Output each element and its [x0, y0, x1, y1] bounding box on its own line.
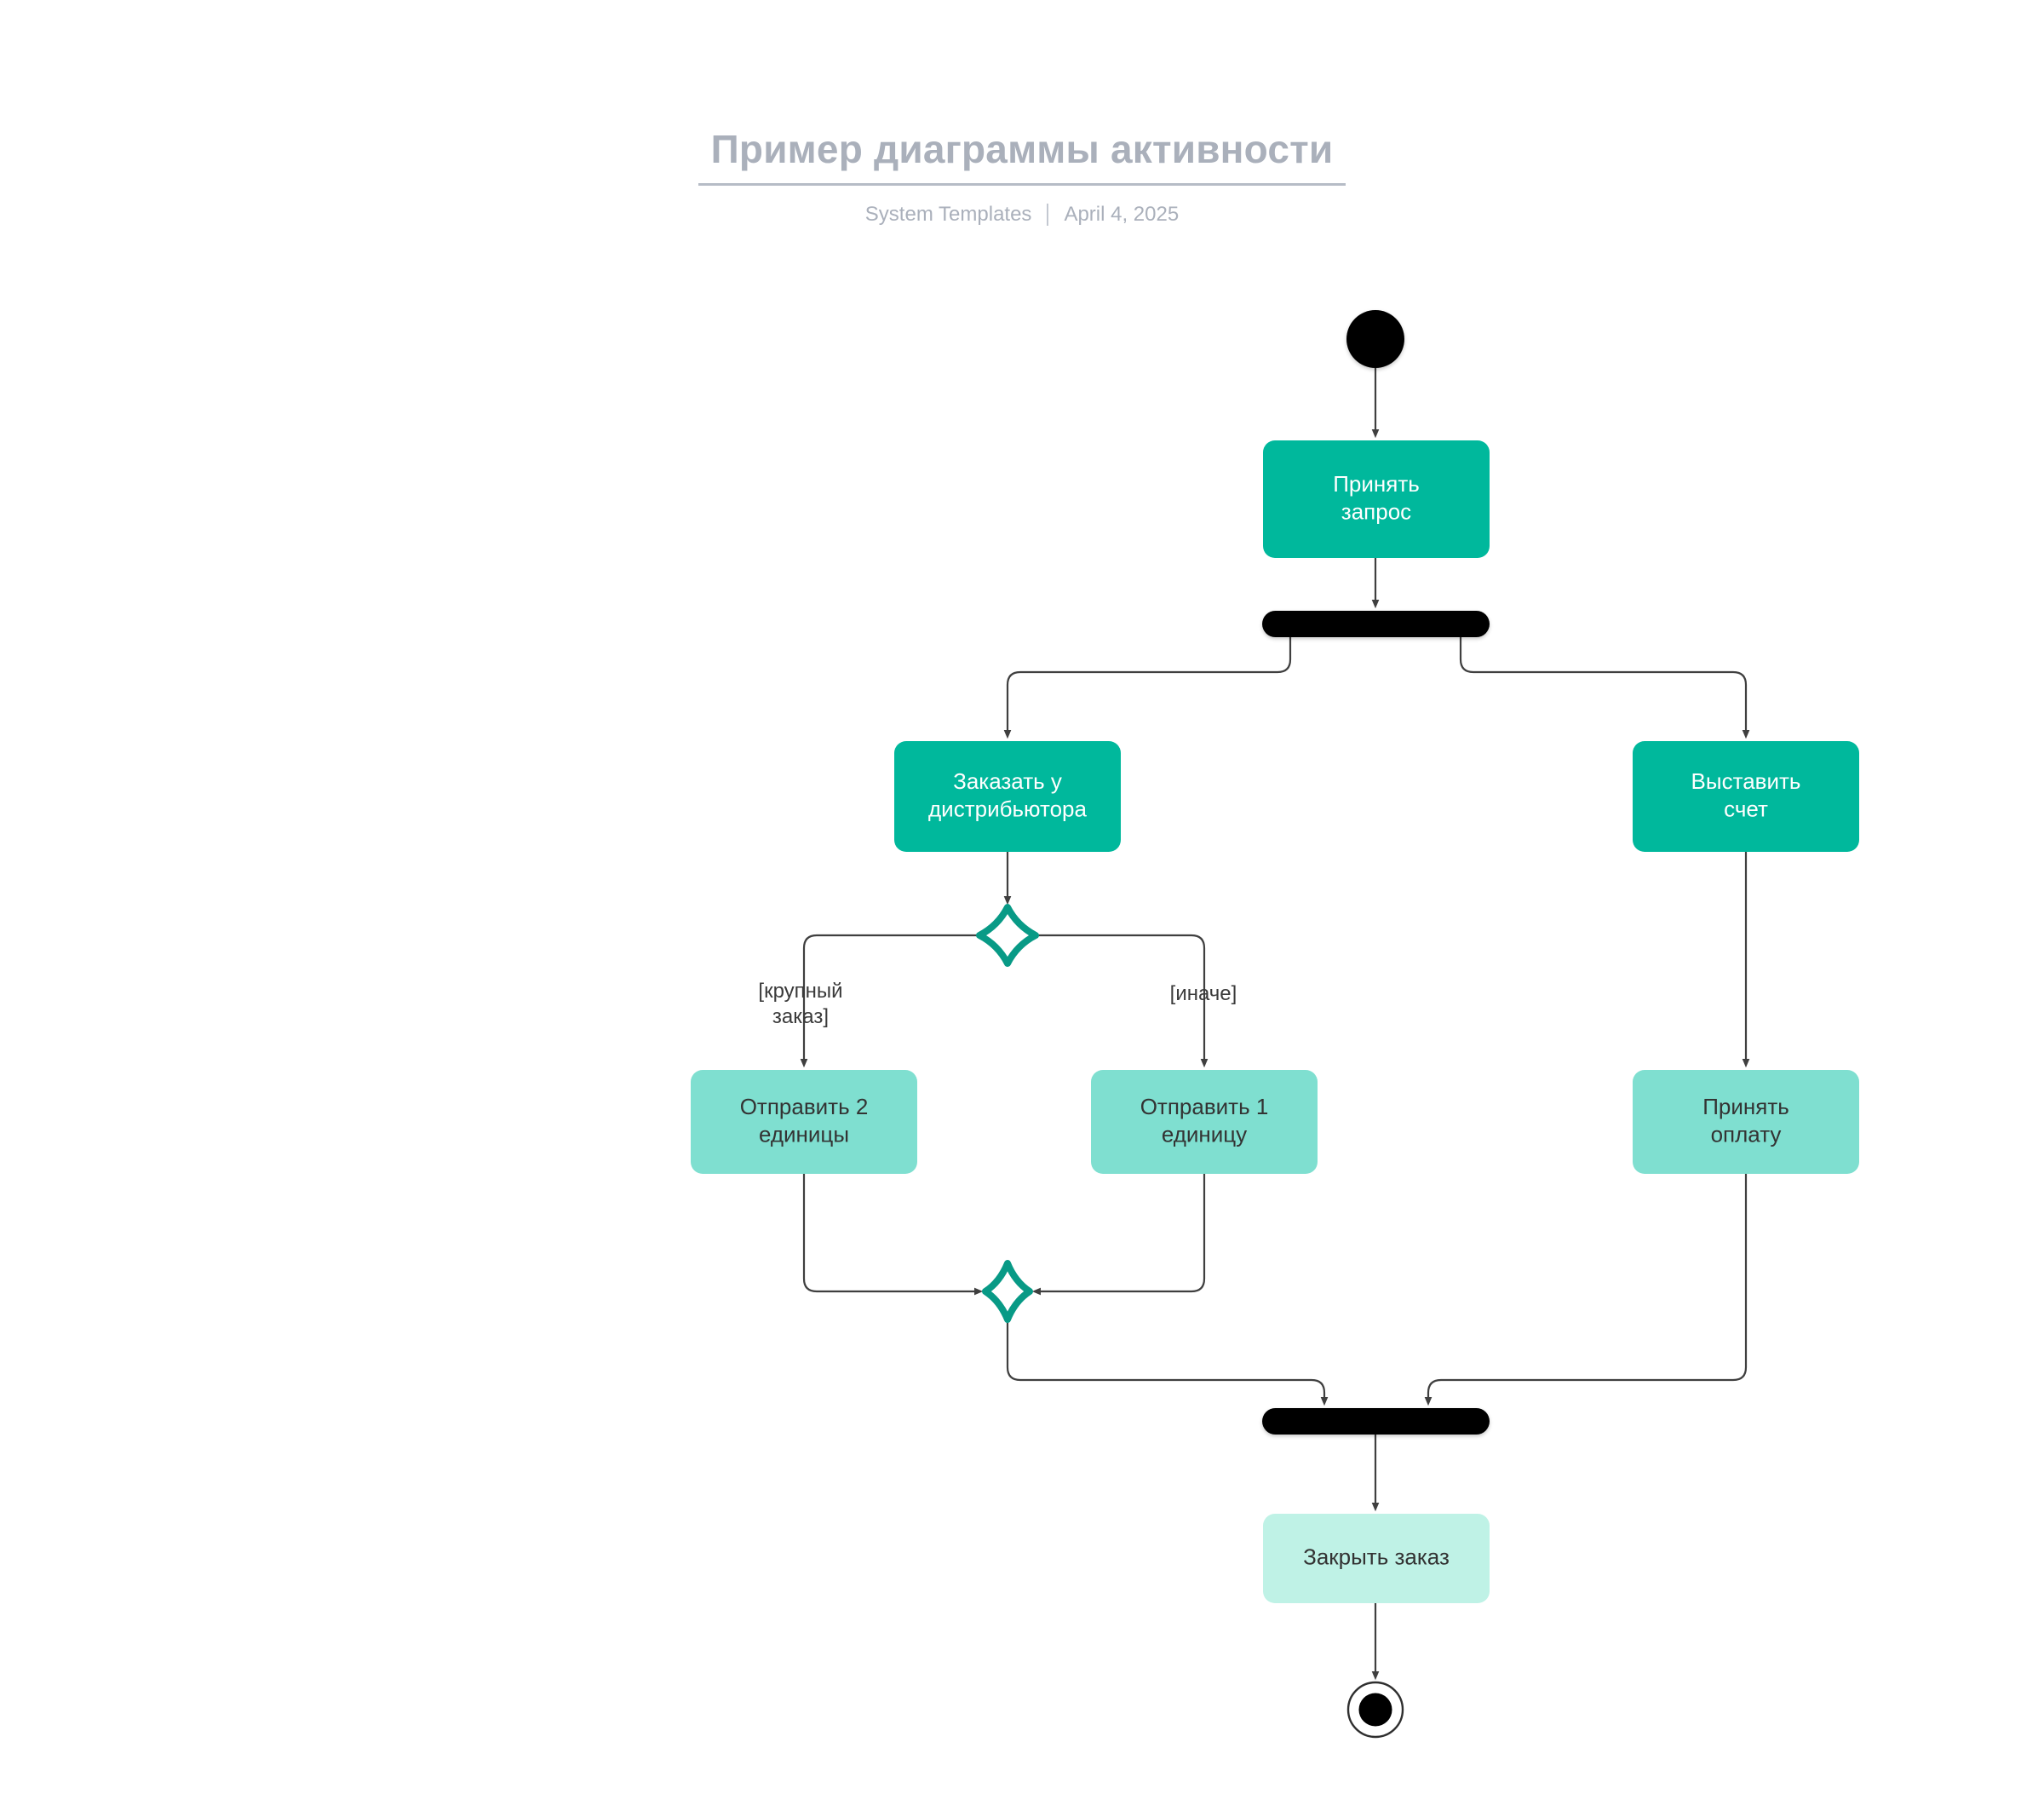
document-header: Пример диаграммы активности System Templ… [0, 0, 2044, 227]
node-fork[interactable] [1262, 611, 1490, 637]
edge-line [802, 1174, 984, 1296]
edge-line [1036, 934, 1209, 1068]
edge-fork-to-order [1003, 637, 1292, 739]
document-subtitle: System Templates April 4, 2025 [0, 203, 2044, 227]
node-merge[interactable] [982, 1260, 1033, 1323]
final-node-core [1358, 1693, 1392, 1727]
edge-merge-to-join [1006, 1320, 1329, 1406]
initial-node-circle [1346, 310, 1404, 368]
merge-diamond-shape [982, 1260, 1033, 1323]
node-start[interactable] [1346, 310, 1404, 368]
action-node-shape [1263, 1514, 1490, 1603]
fork-bar-shape [1262, 611, 1490, 637]
decision-diamond-shape [976, 904, 1039, 967]
join-bar-shape [1262, 1408, 1490, 1435]
subtitle-author: System Templates [864, 202, 1032, 226]
edge-line [1424, 1174, 1748, 1406]
edge-payment-to-join [1424, 1174, 1748, 1406]
page-title-wrapper: Пример диаграммы активности [0, 128, 2044, 183]
action-node-label: Закрыть заказ [1303, 1544, 1450, 1569]
edge-decision-to-ship1 [1036, 934, 1209, 1068]
subtitle-date: April 4, 2025 [1064, 202, 1180, 226]
edges-layer [800, 368, 1750, 1681]
node-end[interactable] [1346, 1681, 1404, 1739]
action-node-shape [1633, 1070, 1859, 1174]
node-close[interactable]: Закрыть заказ [1263, 1514, 1490, 1603]
action-node-shape [1263, 440, 1490, 558]
edge-decision-to-ship2 [800, 934, 979, 1068]
node-join[interactable] [1262, 1408, 1490, 1435]
page-title: Пример диаграммы активности [710, 127, 1334, 171]
svg-text:[иначе]: [иначе] [1170, 982, 1237, 1005]
action-node-shape [1633, 741, 1859, 852]
edge-line [800, 934, 979, 1068]
edge-ship1-to-merge [1031, 1174, 1206, 1296]
action-node-shape [1091, 1070, 1318, 1174]
title-divider [698, 182, 1346, 186]
subtitle-separator-icon [1047, 203, 1049, 226]
action-node-shape [894, 741, 1121, 852]
guard-label-ship1: [иначе] [1170, 982, 1237, 1005]
edge-line [1006, 1320, 1329, 1406]
edge-line [1003, 637, 1292, 739]
action-node-shape [691, 1070, 917, 1174]
edge-line [1459, 637, 1750, 739]
edge-fork-to-invoice [1459, 637, 1750, 739]
node-decision[interactable] [976, 904, 1039, 967]
edge-line [1031, 1174, 1206, 1296]
edge-ship2-to-merge [802, 1174, 984, 1296]
